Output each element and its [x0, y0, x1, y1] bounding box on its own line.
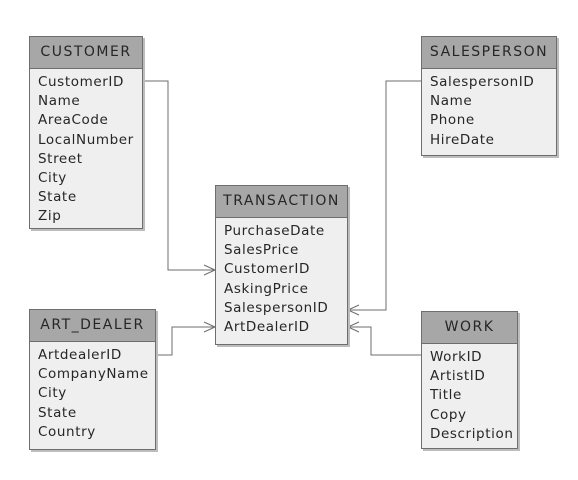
entity-title: WORK	[422, 312, 517, 344]
entity-title: TRANSACTION	[216, 186, 347, 218]
attribute-item: AskingPrice	[224, 280, 309, 297]
attribute-item: Phone	[430, 112, 475, 129]
attribute-item: Country	[38, 423, 96, 440]
attribute-item: SalespersonID	[430, 74, 535, 90]
attribute-item: WorkID	[430, 349, 483, 365]
attribute-item: SalesPrice	[224, 242, 299, 259]
attribute-item: City	[38, 170, 67, 187]
attribute-item: Zip	[38, 208, 62, 225]
attribute-item: Description	[430, 425, 514, 442]
attribute-item: ArtDealerID	[224, 319, 310, 336]
connector-salesperson-transaction	[347, 80, 421, 316]
attribute-item: LocalNumber	[38, 131, 134, 148]
attribute-item: Name	[38, 93, 81, 110]
entity-title: ART_DEALER	[30, 310, 155, 342]
connector-artdealer-transaction	[156, 321, 216, 356]
attribute-item: AreaCode	[38, 112, 109, 129]
connector-work-transaction	[347, 321, 421, 356]
attribute-item: CustomerID	[38, 74, 124, 90]
attribute-item: Title	[430, 387, 462, 404]
attribute-item: CompanyName	[38, 366, 149, 383]
attribute-item: CustomerID	[224, 261, 310, 278]
attribute-item: SalespersonID	[224, 299, 329, 316]
attribute-item: Copy	[430, 406, 467, 423]
attribute-item: Street	[38, 150, 83, 167]
entity-title: SALESPERSON	[422, 37, 556, 69]
connector-customer-transaction	[143, 80, 216, 276]
attribute-item: PurchaseDate	[224, 223, 325, 239]
attribute-item: City	[38, 385, 67, 402]
attribute-item: Name	[430, 93, 473, 110]
attribute-item: HireDate	[430, 131, 495, 148]
attribute-item: ArtistID	[430, 368, 486, 385]
attribute-item: ArtdealerID	[38, 347, 122, 363]
attribute-item: State	[38, 404, 77, 421]
entity-title: CUSTOMER	[30, 37, 142, 69]
attribute-item: State	[38, 189, 77, 206]
